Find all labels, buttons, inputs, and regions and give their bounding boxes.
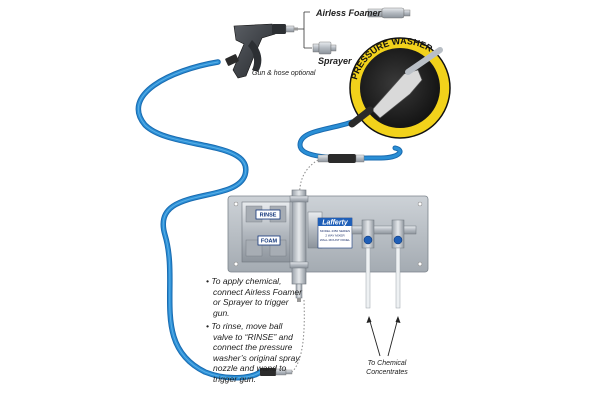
plate-line-1: MODEL 2350 SERIES <box>320 229 350 233</box>
chemical-label-line-2: Concentrates <box>366 368 408 376</box>
dotted-connector-panel <box>299 159 319 201</box>
chemical-label-line-1: To Chemical <box>367 360 407 367</box>
mixer-panel: RINSE FOAM Lafferty MODEL 2350 SERIES 2 … <box>227 189 429 309</box>
airless-foamer-label: Airless Foamer <box>316 8 382 18</box>
pressure-washer-inset: PRESSURE WASHER <box>348 36 451 139</box>
accessory-bracket <box>298 11 312 49</box>
panel-inlet-hose-fitting <box>317 154 365 163</box>
rinse-label: RINSE <box>260 213 277 219</box>
instruction-rinse: To rinse, move ball valve to “RINSE” and… <box>206 321 302 384</box>
main-hose <box>135 59 263 381</box>
instruction-apply-chemical: To apply chemical, connect Airless Foame… <box>206 276 302 318</box>
dotted-connector-outlet <box>291 299 305 373</box>
gun-hose-optional-label: Gun & hose optional <box>252 70 316 77</box>
plate-line-3: WALL MOUNT PANEL <box>320 238 351 242</box>
airless-foamer-accessory <box>367 7 411 19</box>
trigger-gun <box>225 23 298 79</box>
instructions-list: To apply chemical, connect Airless Foame… <box>206 276 302 387</box>
sprayer-label: Sprayer <box>318 56 352 66</box>
brand-label: Lafferty <box>322 220 349 227</box>
foam-label: FOAM <box>261 239 278 245</box>
sprayer-accessory <box>312 41 337 55</box>
chemical-concentrates-label: To Chemical Concentrates <box>352 360 422 377</box>
plate-line-2: 2 WAY MIXER <box>325 234 345 238</box>
chemical-arrows <box>366 316 401 357</box>
